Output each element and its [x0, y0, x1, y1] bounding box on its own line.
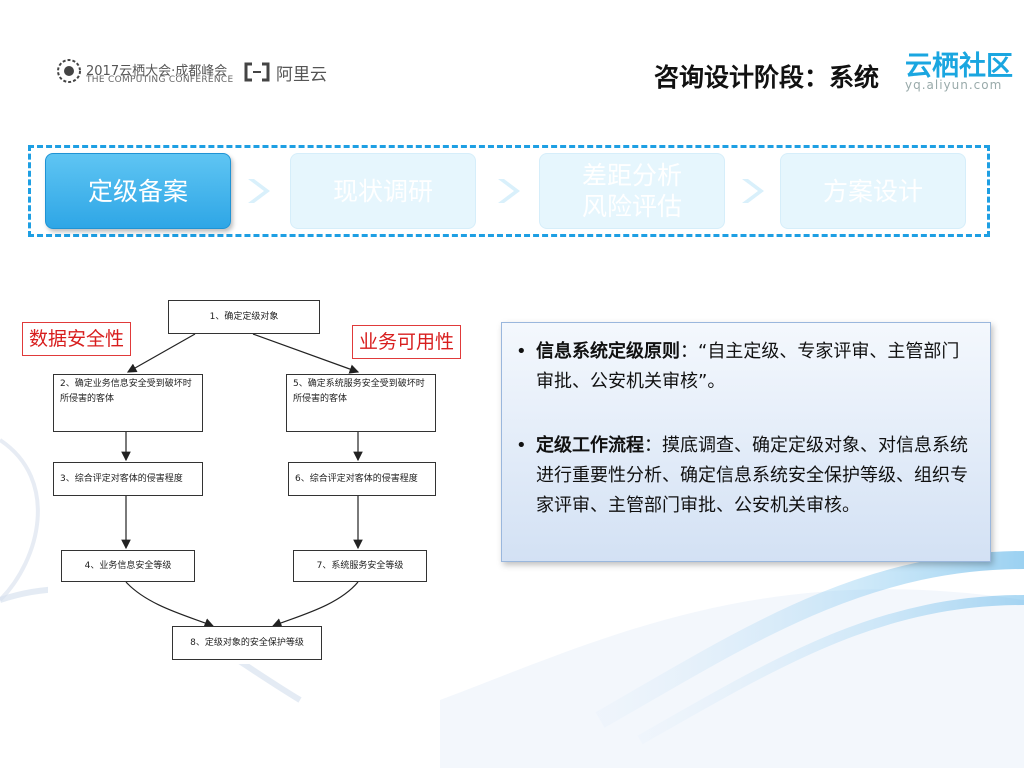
- chevron-right-icon: [498, 179, 520, 203]
- tag-data-security: 数据安全性: [22, 322, 132, 356]
- info-item-principle: • 信息系统定级原则：“自主定级、专家评审、主管部门审批、公安机关审核”。: [516, 337, 976, 397]
- step-label: 现状调研: [332, 176, 433, 206]
- chevron-right-icon: [742, 179, 764, 203]
- flow-step-1: 1、确定定级对象: [168, 300, 320, 334]
- flow-step-2: 2、确定业务信息安全受到破坏时所侵害的客体: [53, 374, 203, 432]
- steps-frame: [28, 145, 990, 237]
- conference-name: 2017云栖大会·成都峰会: [86, 64, 228, 79]
- step-current-survey[interactable]: 现状调研: [290, 153, 476, 229]
- bullet-icon: •: [516, 341, 527, 362]
- page-title: 咨询设计阶段：系统: [654, 63, 880, 92]
- step-solution-design[interactable]: 方案设计: [780, 153, 966, 229]
- step-label: 定级备案: [87, 176, 188, 206]
- yunqi-community-brand: 云栖社区: [905, 51, 1013, 82]
- flowchart-connectors: [121, 333, 363, 628]
- info-panel: • 信息系统定级原则：“自主定级、专家评审、主管部门审批、公安机关审核”。 • …: [501, 322, 991, 562]
- flow-step-5: 5、确定系统服务安全受到破坏时所侵害的客体: [286, 374, 436, 432]
- info-item-text: 摸底调查、确定定级对象、对信息系统进行重要性分析、确定信息系统安全保护等级、组织…: [536, 435, 968, 516]
- step-grading-filing[interactable]: 定级备案: [45, 153, 231, 229]
- info-item-text: “自主定级、专家评审、主管部门审批、公安机关审核”。: [536, 341, 960, 392]
- alibaba-cloud-logo-icon: [244, 62, 270, 82]
- info-item-workflow: • 定级工作流程：摸底调查、确定定级对象、对信息系统进行重要性分析、确定信息系统…: [516, 431, 976, 521]
- flow-step-4: 4、业务信息安全等级: [61, 550, 195, 582]
- step-label: 方案设计: [822, 176, 923, 206]
- conference-logo-icon: [57, 59, 81, 83]
- info-item-title: 定级工作流程: [536, 435, 644, 456]
- bullet-icon: •: [516, 435, 527, 456]
- chevron-right-icon: [248, 179, 270, 203]
- info-item-separator: ：: [644, 435, 662, 456]
- grading-flowchart: 1、确定定级对象 2、确定业务信息安全受到破坏时所侵害的客体 3、综合评定对客体…: [48, 296, 441, 664]
- brand-url: yq.aliyun.com: [905, 78, 1003, 92]
- step-gap-risk-analysis[interactable]: 差距分析 风险评估: [539, 153, 725, 229]
- alibaba-cloud-text: 阿里云: [276, 65, 327, 85]
- flow-step-8: 8、定级对象的安全保护等级: [172, 626, 322, 660]
- info-item-separator: ：: [680, 341, 698, 362]
- flow-step-7: 7、系统服务安全等级: [293, 550, 427, 582]
- flow-step-6: 6、综合评定对客体的侵害程度: [288, 462, 436, 496]
- flow-step-3: 3、综合评定对客体的侵害程度: [53, 462, 203, 496]
- conference-subtitle: THE COMPUTING CONFERENCE: [86, 75, 234, 85]
- step-label-line1: 差距分析: [581, 161, 682, 190]
- info-item-title: 信息系统定级原则: [536, 341, 680, 362]
- step-label-line2: 风险评估: [581, 192, 682, 221]
- tag-business-availability: 业务可用性: [352, 325, 462, 359]
